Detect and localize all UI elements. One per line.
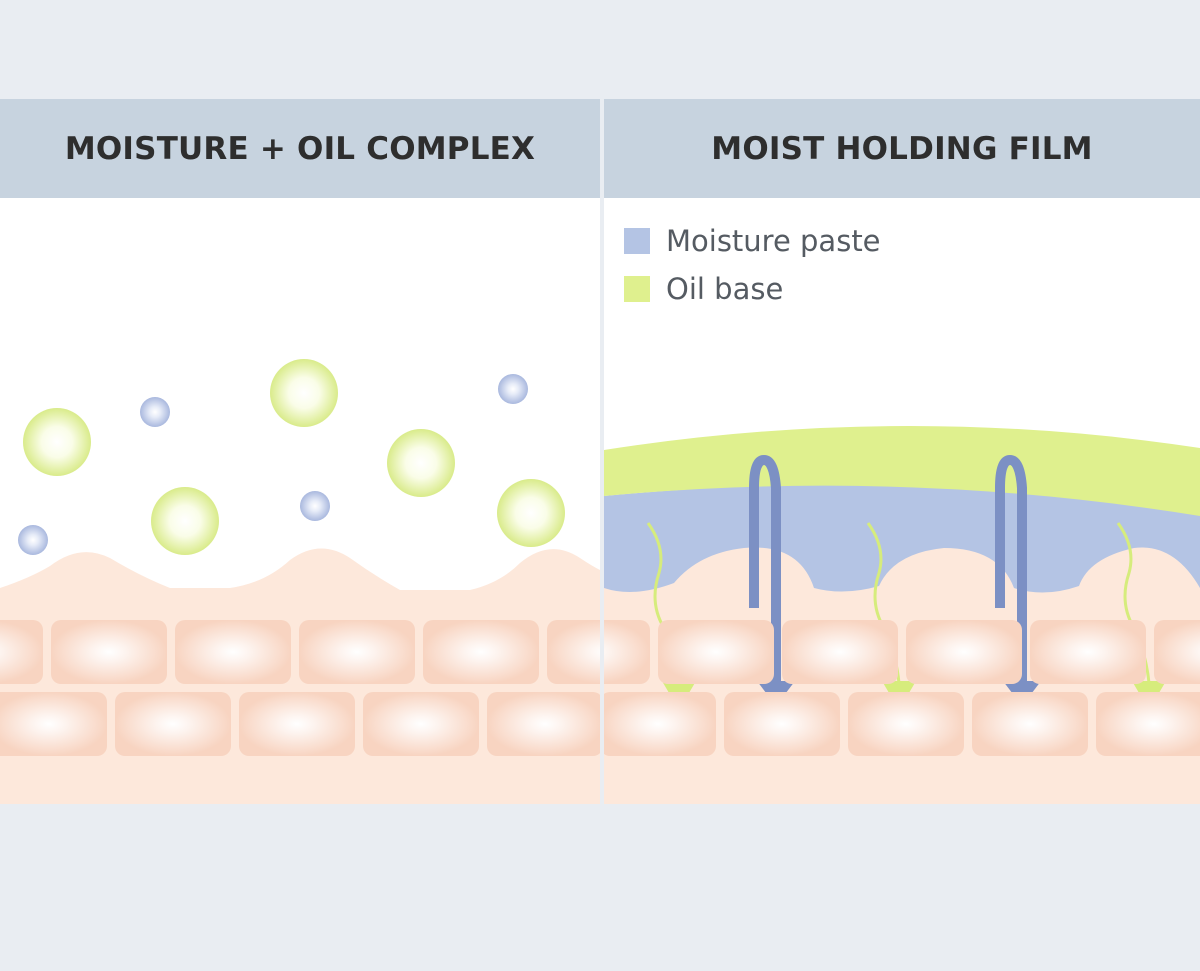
skin-cell [51,620,167,684]
skin-cell [115,692,231,756]
cell-layer-lower [0,692,600,756]
moisture-droplet [140,397,170,427]
legend: Moisture paste Oil base [624,217,881,313]
skin-cell [604,620,650,684]
skin-cell [658,620,774,684]
moisture-droplet [300,491,330,521]
oil-droplet [23,408,91,476]
skin-cell [1096,692,1200,756]
skin-cell [906,620,1022,684]
legend-label-oil: Oil base [666,272,784,306]
skin-cell [175,620,291,684]
skin-cell [848,692,964,756]
legend-swatch-oil [624,276,650,302]
panel-divider [600,99,604,804]
skin-cell [604,692,716,756]
right-illustration [604,425,1200,804]
oil-droplet [387,429,455,497]
panel-title-left: MOISTURE + OIL COMPLEX [0,99,600,198]
left-illustration [0,359,600,804]
skin-cell [423,620,539,684]
oil-droplet [151,487,219,555]
skin-cell [972,692,1088,756]
legend-label-moisture: Moisture paste [666,224,881,258]
skin-cell [782,620,898,684]
skin-cell [0,692,107,756]
panel-moisture-oil-complex: MOISTURE + OIL COMPLEX [0,99,600,804]
skin-cell [487,692,600,756]
skin-cell [0,620,43,684]
skin-cell [547,620,600,684]
skin-cell [239,692,355,756]
panel-moist-holding-film: MOIST HOLDING FILM Moisture paste Oil ba… [604,99,1200,804]
panel-title-right: MOIST HOLDING FILM [604,99,1200,198]
skin-cell [299,620,415,684]
skin-cell [724,692,840,756]
skin-cell [1030,620,1146,684]
legend-item-moisture-paste: Moisture paste [624,217,881,265]
oil-droplet [270,359,338,427]
cell-layer-upper [0,620,600,684]
cell-layer-upper [604,620,1200,684]
legend-swatch-moisture [624,228,650,254]
skin-cell [1154,620,1200,684]
oil-base-layer [604,425,1200,516]
oil-droplet [497,479,565,547]
skin-cell [363,692,479,756]
legend-item-oil-base: Oil base [624,265,881,313]
cell-layer-lower [604,692,1200,756]
moisture-droplet [498,374,528,404]
moisture-droplet [18,525,48,555]
